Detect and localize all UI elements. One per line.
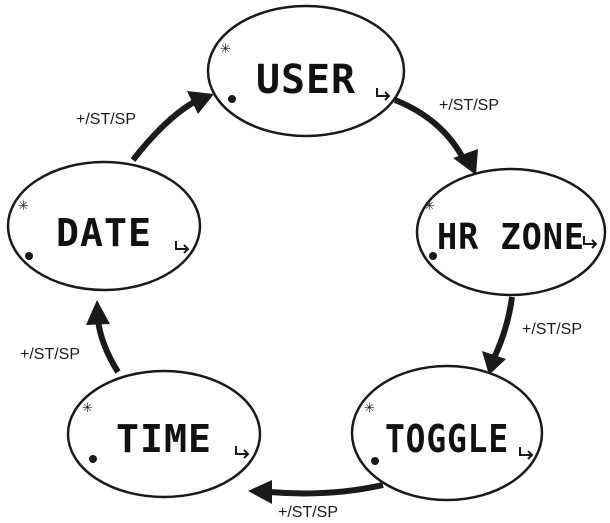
dot-icon — [371, 457, 379, 465]
screen-user-label: USER — [256, 57, 356, 103]
arrowhead-user-to-hr-zone — [453, 149, 478, 175]
arrow-user-to-hr-zone — [393, 97, 469, 166]
return-arrow-icon — [235, 446, 250, 459]
transition-label-user-hr-zone: +/ST/SP — [439, 97, 499, 114]
screen-date-outline — [6, 160, 202, 292]
screen-date: ✳ DATE — [6, 160, 202, 292]
dot-icon — [228, 95, 236, 103]
transition-label-hr-zone-toggle: +/ST/SP — [522, 321, 582, 338]
arrowhead-hr-zone-to-toggle — [482, 351, 506, 375]
arrowhead-toggle-to-time — [248, 480, 272, 504]
return-arrow-icon — [376, 88, 391, 101]
dot-icon — [429, 252, 437, 260]
screen-hr-zone: ✳ HR ZONE — [415, 167, 607, 297]
transition-label-toggle-time: +/ST/SP — [278, 504, 338, 521]
arrow-hr-zone-to-toggle — [491, 296, 515, 360]
dot-icon — [25, 252, 33, 260]
sun-icon: ✳ — [82, 401, 93, 416]
transition-label-date-user: +/ST/SP — [76, 111, 136, 128]
return-arrow-icon — [583, 236, 598, 249]
sun-icon: ✳ — [364, 401, 375, 416]
sun-icon: ✳ — [220, 42, 231, 57]
return-arrow-icon — [519, 447, 534, 460]
transition-label-time-date: +/ST/SP — [20, 346, 80, 363]
dot-icon — [89, 455, 97, 463]
screen-date-label: DATE — [56, 211, 152, 255]
arrowhead-date-to-user — [187, 91, 214, 114]
screen-toggle: ✳ TOGGLE — [350, 364, 544, 502]
arrowhead-time-to-date — [86, 300, 110, 325]
sun-icon: ✳ — [424, 199, 435, 214]
sun-icon: ✳ — [18, 199, 29, 214]
screen-time: ✳ TIME — [66, 369, 262, 499]
screen-toggle-label: TOGGLE — [385, 417, 509, 461]
screen-time-outline — [66, 369, 262, 499]
arrow-time-to-date — [95, 319, 121, 374]
screen-toggle-outline — [350, 364, 544, 502]
screen-time-label: TIME — [116, 417, 212, 461]
arrow-toggle-to-time — [269, 482, 384, 497]
screen-user: ✳ USER — [206, 4, 406, 138]
return-arrow-icon — [175, 241, 190, 254]
screen-hr-zone-outline — [415, 167, 607, 297]
screen-hr-zone-label: HR ZONE — [437, 217, 585, 258]
arrow-date-to-user — [130, 99, 196, 162]
screen-user-outline — [206, 4, 406, 138]
